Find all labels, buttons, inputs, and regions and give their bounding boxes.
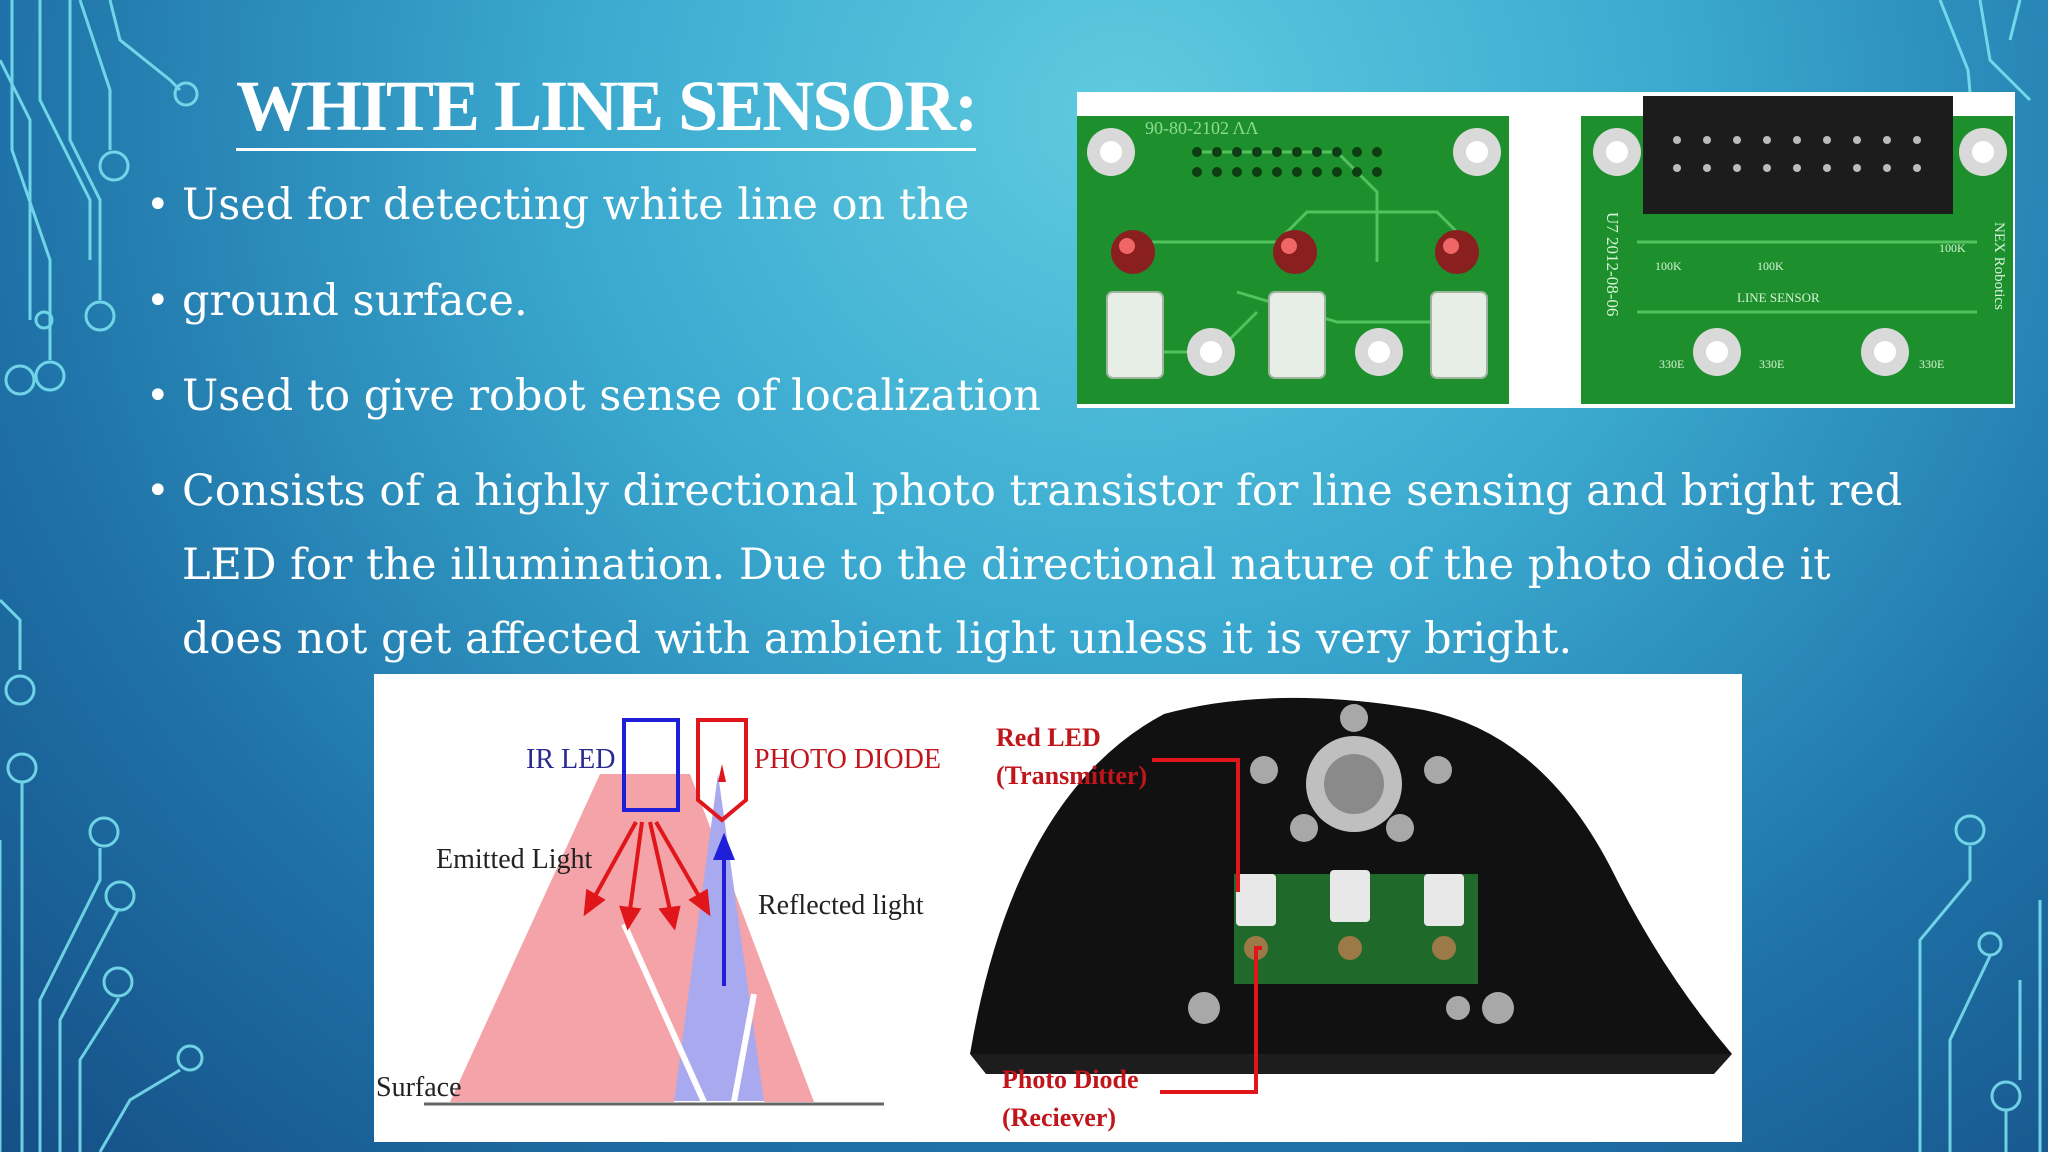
reflected-light-cone <box>674 774 764 1102</box>
resistor-label: 100K <box>1757 259 1784 273</box>
screw-icon <box>1188 704 1514 1024</box>
back-board: U7 2012-08-06 NEX Robotics LINE SENSOR 1… <box>1581 96 2013 404</box>
reflected-light-label: Reflected light <box>758 890 924 921</box>
ir-led-box <box>622 718 680 812</box>
red-led-label: Red LED <box>996 723 1101 752</box>
bullet-3: Used to give robot sense of localization <box>146 359 1041 433</box>
brand-text: NEX Robotics <box>1991 222 2007 310</box>
front-board: 90-80-2102 ΛΛ <box>1077 116 1509 404</box>
slide-title: WHITE LINE SENSOR: <box>236 70 978 151</box>
mounting-hole-icon <box>1593 128 2007 376</box>
resistor-label: 100K <box>1655 259 1682 273</box>
resistor-label: 330E <box>1759 357 1784 371</box>
sensor-board-photo: 90-80-2102 ΛΛ <box>1077 92 2015 408</box>
board-code-text: 90-80-2102 ΛΛ <box>1145 118 1259 138</box>
sensor-diagram: IR LED PHOTO DIODE Emitted Light Reflect… <box>374 674 1742 1142</box>
photo-diode-receiver-label: Photo Diode <box>1002 1065 1139 1094</box>
photo-diode-icon <box>1244 936 1456 960</box>
bullet-1: Used for detecting white line on the <box>146 168 969 242</box>
emitted-arrows <box>583 820 711 931</box>
board-label-text: LINE SENSOR <box>1737 290 1820 305</box>
photo-diode-shape <box>696 718 748 823</box>
surface-label: Surface <box>376 1072 462 1103</box>
reflected-arrow <box>713 832 735 986</box>
emitted-light-label: Emitted Light <box>436 844 593 875</box>
mounting-hole-icon <box>1087 128 1501 376</box>
red-led-icon <box>1111 230 1479 274</box>
resistor-label: 100K <box>1939 241 1966 255</box>
bullet-4: Consists of a highly directional photo t… <box>146 454 1942 676</box>
callout-lines <box>1152 758 1262 1094</box>
resistor-label: 330E <box>1659 357 1684 371</box>
receiver-label: (Reciever) <box>1002 1103 1116 1132</box>
resistor-label: 330E <box>1919 357 1944 371</box>
connector-header <box>1643 96 1953 214</box>
bullet-2: ground surface. <box>146 264 528 338</box>
photo-diode-label: PHOTO DIODE <box>754 744 941 775</box>
photo-diode-icon <box>1106 291 1488 379</box>
sensor-led-icon <box>1236 870 1464 926</box>
board-date-text: U7 2012-08-06 <box>1603 212 1622 316</box>
transmitter-label: (Transmitter) <box>996 761 1147 790</box>
ir-led-label: IR LED <box>526 744 615 775</box>
